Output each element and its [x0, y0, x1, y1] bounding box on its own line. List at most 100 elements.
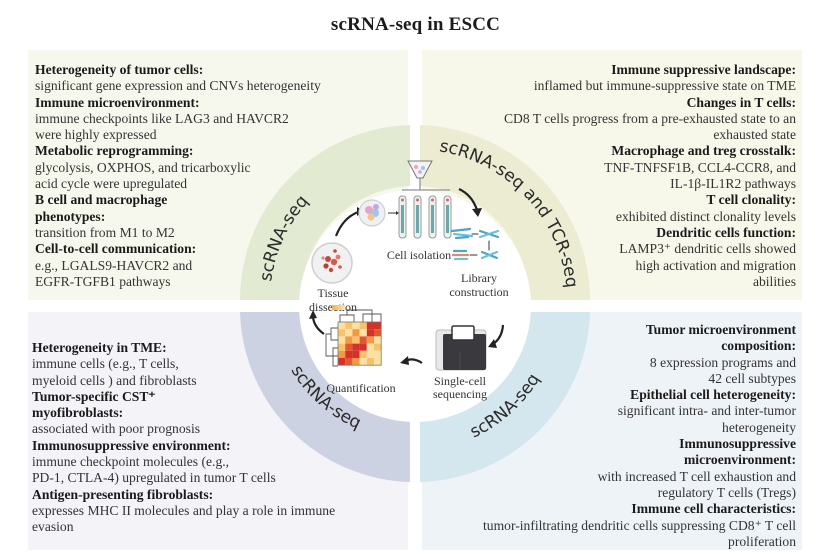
heatmap-cell	[352, 336, 360, 344]
finding-item: Dendritic cells function:LAMP3⁺ dendriti…	[436, 225, 796, 290]
heatmap-cell	[374, 343, 382, 351]
heatmap-cell	[359, 322, 367, 330]
arrowhead-icon	[472, 208, 482, 217]
tissue-dish-icon	[311, 242, 353, 284]
finding-heading: Epithelial cell heterogeneity:	[630, 387, 796, 403]
heatmap-cell	[366, 343, 374, 351]
finding-description: immune checkpoint molecules (e.g.,	[32, 454, 230, 470]
finding-description: e.g., LGALS9-HAVCR2 and	[35, 257, 193, 273]
finding-description: inflamed but immune-suppressive state on…	[533, 78, 796, 94]
heatmap-cell	[366, 336, 374, 344]
finding-heading: composition:	[721, 338, 796, 354]
finding-item: Heterogeneity in TME:immune cells (e.g.,…	[32, 340, 392, 389]
panel-text-top-right: Immune suppressive landscape:inflamed bu…	[436, 62, 796, 290]
finding-item: Heterogeneity of tumor cells:significant…	[35, 62, 375, 95]
heatmap-cell	[374, 358, 382, 366]
heatmap-cell	[366, 322, 374, 330]
ring-quadrant-top-left	[239, 125, 410, 300]
arrow-icon	[311, 316, 325, 335]
finding-heading: phenotypes:	[35, 208, 106, 224]
heatmap-cell	[366, 350, 374, 358]
finding-item: Immune suppressive landscape:inflamed bu…	[436, 62, 796, 95]
finding-description: significant gene expression and CNVs het…	[35, 78, 321, 94]
finding-heading: microenvironment:	[683, 452, 796, 468]
finding-heading: Metabolic reprogramming:	[35, 143, 194, 159]
finding-description: transition from M1 to M2	[35, 224, 175, 240]
heatmap-cell	[374, 322, 382, 330]
heatmap-cell	[345, 358, 353, 366]
heatmap-cell	[359, 343, 367, 351]
heatmap-cell	[345, 350, 353, 358]
arrowhead-icon	[488, 339, 497, 348]
finding-description: myeloid cells ) and fibroblasts	[32, 372, 197, 388]
panel-text-top-left: Heterogeneity of tumor cells:significant…	[35, 62, 375, 290]
finding-description: exhausted state	[713, 127, 796, 143]
finding-heading: myofibroblasts:	[32, 405, 124, 421]
heatmap-cell	[352, 350, 360, 358]
arrowhead-icon	[400, 356, 409, 365]
step-label-sequencing-1: Single-cell	[434, 374, 487, 388]
heatmap-cell	[374, 336, 382, 344]
finding-item: Epithelial cell heterogeneity:significan…	[416, 387, 796, 436]
finding-heading: Heterogeneity of tumor cells:	[35, 62, 204, 77]
heatmap-cell	[345, 343, 353, 351]
heatmap-cell	[359, 358, 367, 366]
finding-heading: Immunosuppressive	[679, 436, 796, 452]
arrow-icon	[458, 188, 479, 211]
ring-quadrant-bottom-right	[420, 312, 590, 482]
finding-description: expresses MHC II molecules and play a ro…	[32, 502, 336, 518]
heatmap-cell	[359, 350, 367, 358]
finding-heading: Dendritic cells function:	[656, 224, 796, 240]
finding-heading: Heterogeneity in TME:	[32, 340, 167, 355]
finding-heading: Immune microenvironment:	[35, 94, 200, 110]
step-label-library-1: Library	[461, 271, 497, 285]
heatmap-cell	[345, 322, 353, 330]
heatmap-cell	[345, 329, 353, 337]
finding-description: evasion	[32, 519, 74, 535]
finding-description: EGFR-TGFB1 pathways	[35, 273, 171, 289]
finding-item: Immune cell characteristics:tumor-infilt…	[416, 501, 796, 550]
heatmap-cell	[374, 350, 382, 358]
cell-isolation-icon	[358, 160, 452, 239]
finding-item: Immunosuppressive environment:immune che…	[32, 438, 392, 487]
color-scale-bar	[332, 305, 345, 310]
finding-item: Tumor-specific CST⁺myofibroblasts:associ…	[32, 389, 392, 438]
finding-description: 42 cell subtypes	[708, 370, 796, 386]
sequencer-icon	[435, 325, 487, 371]
finding-description: TNF-TNFSF1B, CCL4-CCR8, and	[604, 159, 796, 175]
finding-description: LAMP3⁺ dendritic cells showed	[619, 241, 796, 257]
figure-title: scRNA-seq in ESCC	[330, 14, 501, 35]
heatmap-cell	[338, 329, 346, 337]
finding-heading: Immune cell characteristics:	[631, 501, 796, 517]
finding-item: Changes in T cells:CD8 T cells progress …	[436, 95, 796, 144]
arrowhead-icon	[309, 310, 317, 319]
finding-heading: Immunosuppressive environment:	[32, 437, 231, 453]
step-label-tissue-dissection-1: Tissue	[318, 286, 349, 300]
finding-description: tumor-infiltrating dendritic cells suppr…	[483, 517, 796, 533]
finding-description: heterogeneity	[722, 419, 796, 435]
arrow-icon	[334, 210, 359, 237]
panel-text-bottom-left: Heterogeneity in TME:immune cells (e.g.,…	[32, 340, 392, 536]
finding-description: glycolysis, OXPHOS, and tricarboxylic	[35, 159, 251, 175]
outer-ring	[239, 125, 590, 482]
heatmap-cell	[352, 343, 360, 351]
finding-description: proliferation	[728, 533, 796, 549]
ring-quadrant-bottom-left	[240, 312, 410, 482]
finding-item: Metabolic reprogramming:glycolysis, OXPH…	[35, 143, 375, 192]
heatmap-cell	[338, 322, 346, 330]
heatmap-cell	[338, 343, 346, 351]
finding-description: significant intra- and inter-tumor	[617, 403, 796, 419]
finding-item: Macrophage and treg crosstalk:TNF-TNFSF1…	[436, 143, 796, 192]
finding-heading: Antigen-presenting fibroblasts:	[32, 486, 214, 502]
finding-heading: B cell and macrophage	[35, 192, 168, 208]
finding-description: PD-1, CTLA-4) upregulated in tumor T cel…	[32, 470, 276, 486]
heatmap-cell	[374, 329, 382, 337]
heatmap-cell	[338, 350, 346, 358]
heatmap-cell	[359, 336, 367, 344]
finding-description: were highly expressed	[35, 127, 157, 143]
